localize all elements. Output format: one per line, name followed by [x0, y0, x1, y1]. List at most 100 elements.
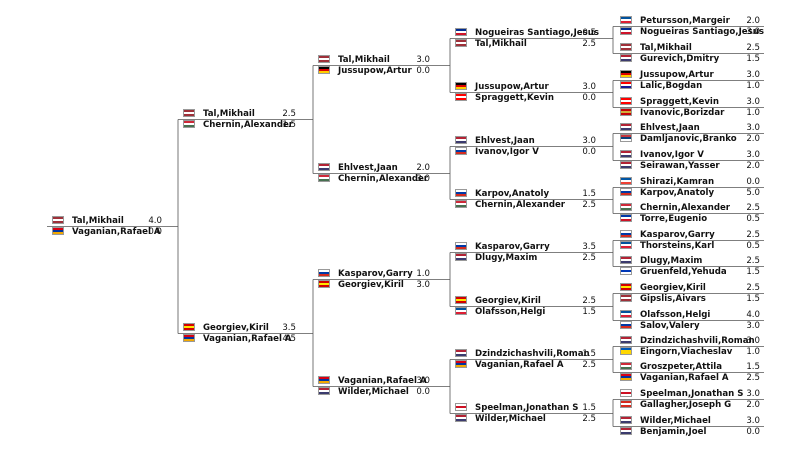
flag-icon [620, 389, 632, 397]
player-name: Chernin,Alexander [203, 120, 294, 130]
player-score: 3.0 [746, 416, 760, 426]
player-score: 1.5 [746, 54, 760, 64]
player-name: Chernin,Alexander [640, 203, 731, 213]
flag-icon [183, 323, 195, 331]
player-score: 1.5 [746, 294, 760, 304]
player-score: 0.0 [416, 66, 430, 76]
player-name: Torre,Eugenio [640, 214, 708, 224]
flag-icon [620, 241, 632, 249]
player-name: Nogueiras Santiago,Jesus [475, 28, 599, 38]
flag-icon [52, 227, 64, 235]
player-name: Tal,Mikhail [203, 109, 255, 119]
flag-icon [455, 242, 467, 250]
player-name: Ehlvest,Jaan [338, 163, 398, 173]
flag-icon [620, 81, 632, 89]
flag-icon [620, 347, 632, 355]
player-name: Benjamin,Joel [640, 427, 707, 437]
player-score: 3.5 [282, 323, 296, 333]
flag-icon [318, 66, 330, 74]
flag-icon [318, 163, 330, 171]
player-score: 0.0 [148, 227, 162, 237]
player-score: 3.0 [746, 27, 760, 37]
player-name: Ivanov,Igor V [640, 150, 704, 160]
flag-icon [620, 70, 632, 78]
player-name: Olafsson,Helgi [475, 307, 546, 317]
flag-icon [455, 349, 467, 357]
flag-icon [318, 376, 330, 384]
player-score: 2.5 [746, 203, 760, 213]
flag-icon [620, 161, 632, 169]
flag-icon [455, 28, 467, 36]
player-score: 2.5 [746, 230, 760, 240]
player-name: Ehlvest,Jaan [475, 136, 535, 146]
player-name: Jussupow,Artur [338, 66, 412, 76]
player-score: 3.0 [582, 82, 596, 92]
player-score: 1.5 [582, 403, 596, 413]
player-score: 4.5 [282, 334, 296, 344]
player-score: 2.0 [746, 161, 760, 171]
player-name: Groszpeter,Attila [640, 362, 723, 372]
player-name: Gruenfeld,Yehuda [640, 267, 727, 277]
flag-icon [455, 403, 467, 411]
flag-icon [455, 189, 467, 197]
player-score: 0.0 [582, 93, 596, 103]
flag-icon [620, 321, 632, 329]
player-score: 3.0 [746, 70, 760, 80]
flag-icon [455, 360, 467, 368]
flag-icon [52, 216, 64, 224]
flag-icon [620, 310, 632, 318]
flag-icon [455, 296, 467, 304]
flag-icon [620, 256, 632, 264]
player-score: 3.0 [746, 123, 760, 133]
player-score: 0.0 [746, 427, 760, 437]
player-name: Chernin,Alexander [475, 200, 566, 210]
player-name: Seirawan,Yasser [640, 161, 720, 171]
player-score: 1.0 [746, 81, 760, 91]
player-name: Tal,Mikhail [475, 39, 527, 49]
player-name: Olafsson,Helgi [640, 310, 711, 320]
player-name: Gurevich,Dmitry [640, 54, 720, 64]
player-name: Kasparov,Garry [475, 242, 550, 252]
player-score: 3.0 [582, 136, 596, 146]
player-score: 1.5 [282, 120, 296, 130]
flag-icon [620, 294, 632, 302]
player-name: Nogueiras Santiago,Jesus [640, 27, 764, 37]
player-score: 1.5 [582, 189, 596, 199]
player-score: 3.0 [416, 55, 430, 65]
player-name: Ehlvest,Jaan [640, 123, 700, 133]
player-name: Ivanov,Igor V [475, 147, 539, 157]
flag-icon [183, 109, 195, 117]
player-name: Georgiev,Kiril [203, 323, 269, 333]
player-name: Ivanovic,Borizdar [640, 108, 725, 118]
player-score: 3.5 [582, 242, 596, 252]
player-name: Lalic,Bogdan [640, 81, 703, 91]
player-score: 3.0 [746, 150, 760, 160]
flag-icon [620, 267, 632, 275]
player-score: 2.5 [582, 414, 596, 424]
player-score: 1.0 [746, 347, 760, 357]
player-name: Chernin,Alexander [338, 174, 429, 184]
player-name: Spraggett,Kevin [475, 93, 554, 103]
player-score: 5.0 [746, 188, 760, 198]
flag-icon [620, 134, 632, 142]
flag-icon [620, 123, 632, 131]
player-score: 2.5 [582, 200, 596, 210]
flag-icon [620, 108, 632, 116]
player-score: 0.0 [746, 177, 760, 187]
player-name: Jussupow,Artur [640, 70, 714, 80]
player-name: Vaganian,Rafael A [475, 360, 564, 370]
player-name: Vaganian,Rafael A [640, 373, 729, 383]
player-score: 4.0 [746, 310, 760, 320]
player-name: Georgiev,Kiril [475, 296, 541, 306]
player-name: Damljanovic,Branko [640, 134, 737, 144]
player-score: 3.0 [746, 336, 760, 346]
flag-icon [318, 174, 330, 182]
player-score: 2.5 [746, 373, 760, 383]
player-score: 0.0 [416, 387, 430, 397]
player-score: 2.5 [746, 43, 760, 53]
flag-icon [620, 150, 632, 158]
player-name: Kasparov,Garry [640, 230, 715, 240]
player-score: 3.0 [416, 174, 430, 184]
player-score: 2.5 [282, 109, 296, 119]
